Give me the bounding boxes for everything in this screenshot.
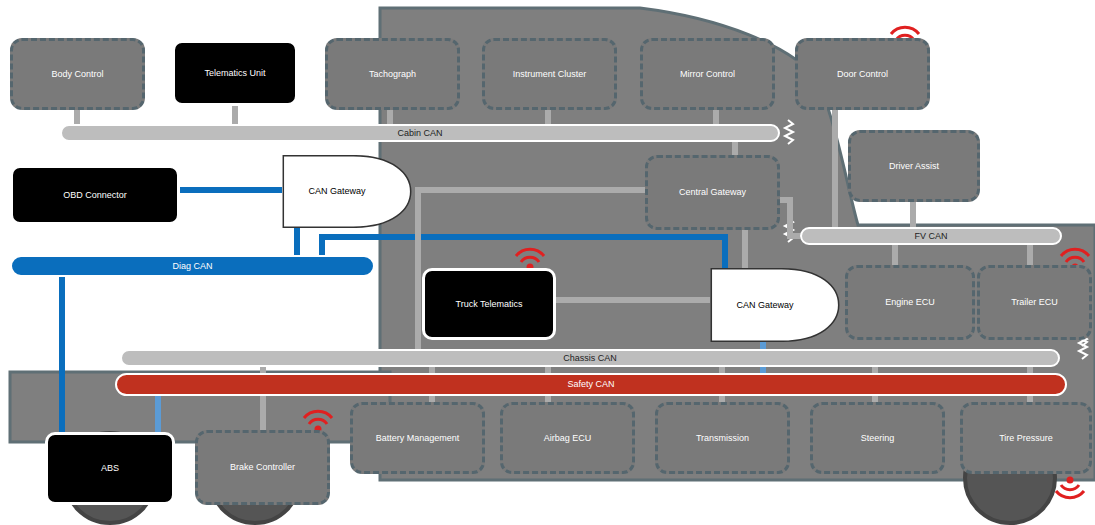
ecu-box: Trailer ECU [977,265,1092,340]
node-label: Safety CAN [563,379,618,389]
gateway-box: Central Gateway [645,155,780,230]
node-label: Driver Assist [885,161,943,171]
bus-stub [742,230,748,268]
node-label: Engine ECU [881,297,939,307]
node-label: ABS [97,463,123,473]
bus-stub [545,110,551,124]
node-label: Cabin CAN [393,128,446,138]
ecu-box: Tachograph [325,38,460,110]
ecu-box: Telematics Unit [172,40,298,106]
node-label: Transmission [692,433,753,443]
bus-stub [387,110,393,124]
node-label: Central Gateway [675,187,750,197]
node-label: Instrument Cluster [509,69,591,79]
bus-stub [832,110,838,227]
node-label: OBD Connector [59,190,131,200]
bus-band: Safety CAN [115,373,1067,396]
node-label: Telematics Unit [200,68,269,78]
ecu-box: Door Control [795,38,930,110]
bus-stub [1027,245,1033,265]
ecu-box: Body Control [10,38,145,110]
bus-stub [713,110,719,124]
ecu-box: Steering [810,402,945,474]
bus-stub [780,200,800,236]
bus-stub [910,202,916,227]
ecu-box: ABS [45,432,175,505]
ecu-box: Mirror Control [640,38,775,110]
node-label: Truck Telematics [451,299,526,309]
node-label: Trailer ECU [1007,297,1062,307]
connector-box: OBD Connector [10,165,180,225]
bus-stub [155,396,161,432]
bus-stub [418,190,645,349]
node-label: Diag CAN [168,261,216,271]
bus-band: Diag CAN [10,255,375,277]
node-label: Airbag ECU [540,433,596,443]
gateway-shape: CAN Gateway [282,155,412,228]
node-label: CAN Gateway [304,186,369,196]
node-label: FV CAN [910,231,951,241]
node-label: Steering [857,433,899,443]
bus-band: FV CAN [800,227,1062,245]
ecu-box: Tire Pressure [960,402,1092,474]
bus-stub [892,245,898,265]
bus-stub [732,142,738,155]
ecu-box: Brake Controller [195,430,330,505]
ecu-box: Instrument Cluster [482,38,617,110]
ecu-box: Truck Telematics [422,268,556,340]
node-label: CAN Gateway [732,300,797,310]
ecu-box: Transmission [655,402,790,474]
bus-stub [556,297,710,303]
gateway-shape: CAN Gateway [710,268,840,342]
bus-stub [180,187,282,193]
node-label: Door Control [833,69,892,79]
bus-stub [59,277,65,432]
bus-stub [74,110,80,124]
bus-stub [232,106,238,124]
bus-band: Cabin CAN [60,124,780,142]
ecu-box: Engine ECU [845,265,975,340]
truck-cab [380,8,1095,480]
node-label: Chassis CAN [559,353,621,363]
node-label: Tire Pressure [995,433,1057,443]
node-label: Body Control [47,69,107,79]
ecu-box: Battery Management [350,402,485,474]
bus-stub [322,237,725,268]
node-label: Brake Controller [226,462,299,472]
node-label: Mirror Control [676,69,739,79]
node-label: Battery Management [372,433,464,443]
bus-band: Chassis CAN [120,349,1060,367]
bus-stub [294,228,300,255]
ecu-box: Driver Assist [848,130,980,202]
node-label: Tachograph [365,69,420,79]
ecu-box: Airbag ECU [500,402,635,474]
